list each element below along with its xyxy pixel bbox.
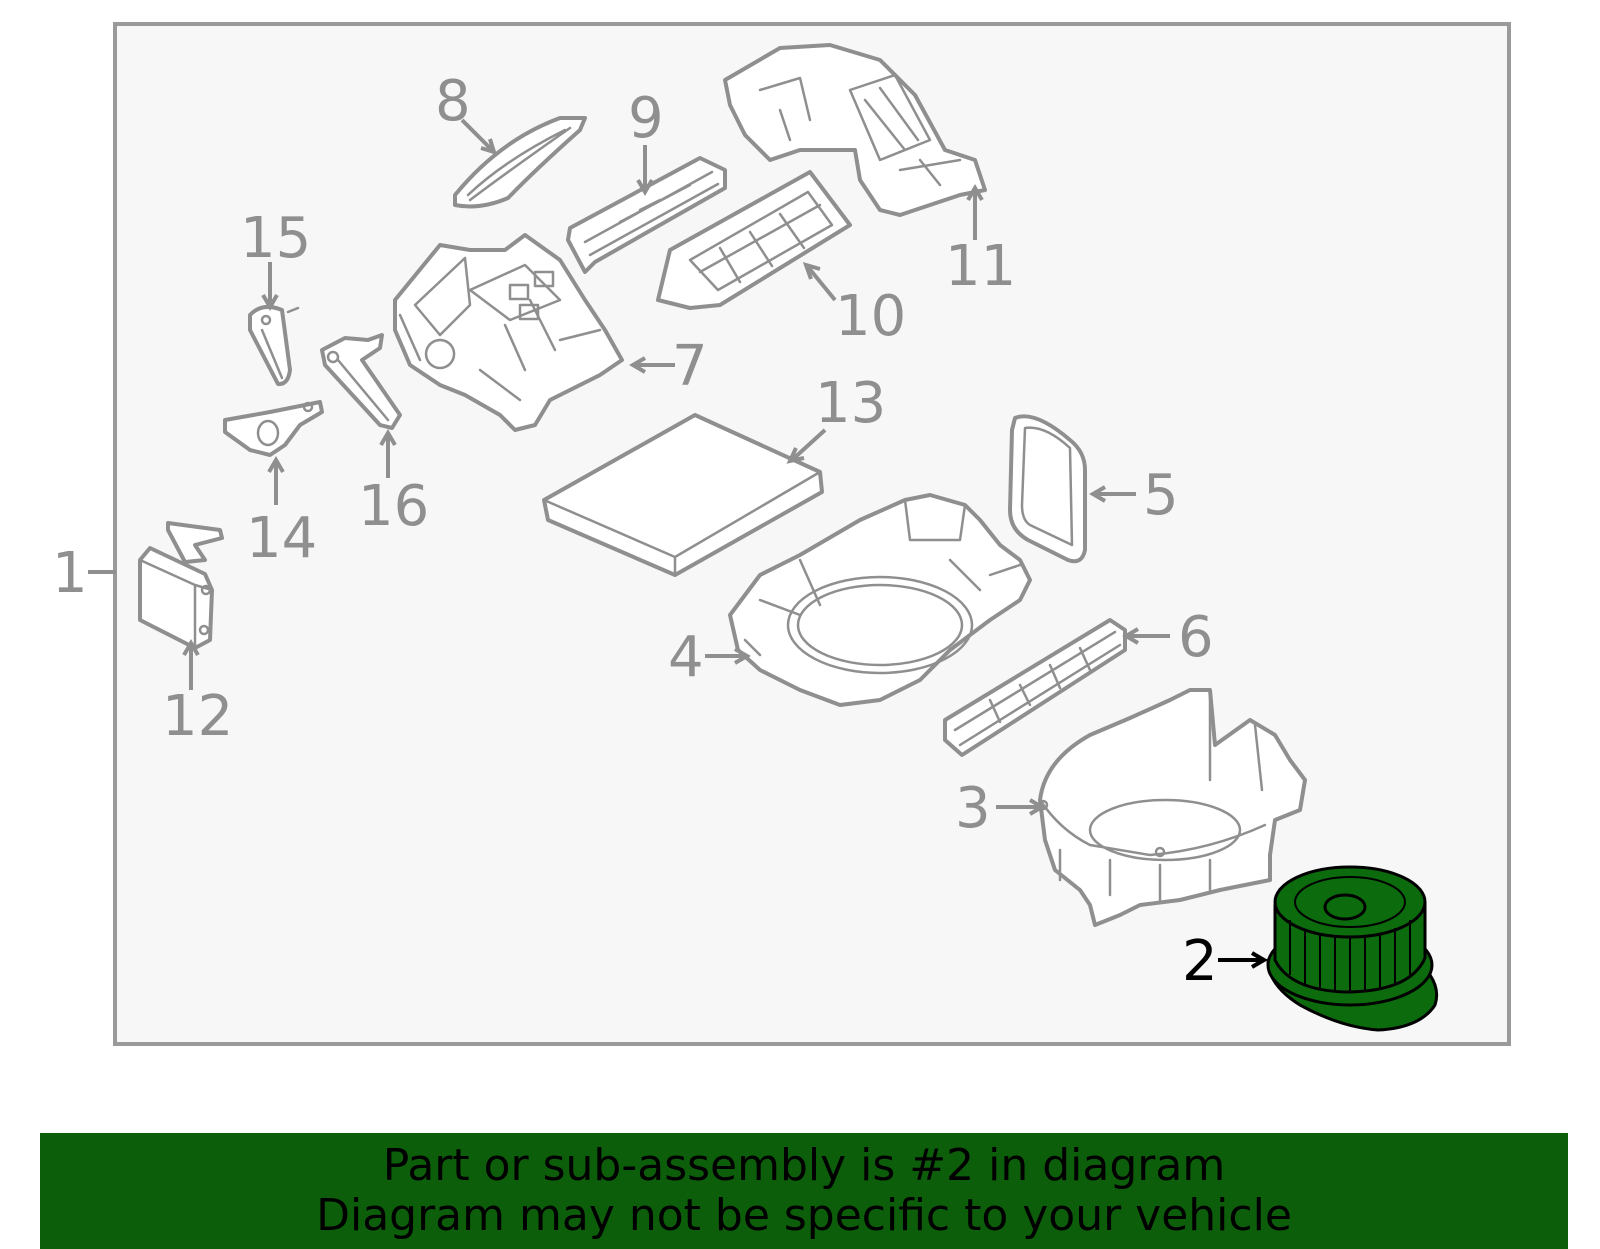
part-7-housing — [393, 233, 624, 432]
callout-13: 13 — [815, 371, 886, 436]
callout-16: 16 — [358, 474, 429, 539]
part-14-actuator — [223, 400, 324, 457]
leader-16 — [379, 429, 397, 478]
callout-6: 6 — [1178, 605, 1214, 670]
part-12-module — [138, 521, 224, 650]
leader-13 — [786, 428, 827, 464]
leader-10 — [802, 262, 837, 302]
leader-4 — [705, 647, 751, 665]
callout-10: 10 — [835, 284, 906, 349]
banner-line-2: Diagram may not be specific to your vehi… — [316, 1190, 1292, 1241]
part-15-lever — [248, 304, 300, 387]
part-5-seal — [1008, 414, 1087, 564]
leader-6 — [1122, 627, 1170, 645]
leader-lines — [88, 118, 1268, 969]
leader-7 — [629, 356, 675, 374]
part-2-blower-motor — [1266, 865, 1439, 1032]
leader-8 — [460, 118, 498, 156]
part-10-frame — [656, 170, 852, 310]
callout-12: 12 — [162, 684, 233, 749]
callout-1: 1 — [52, 541, 88, 606]
callout-4: 4 — [668, 625, 704, 690]
part-6-grille — [943, 618, 1127, 757]
part-13-filter — [542, 413, 824, 577]
callout-11: 11 — [945, 234, 1016, 299]
parts-diagram: 1 2 3 4 5 6 7 8 9 10 11 12 13 14 15 16 — [52, 22, 1511, 1046]
part-8-seal — [453, 116, 587, 209]
callout-14: 14 — [246, 506, 317, 571]
info-banner: Part or sub-assembly is #2 in diagram Di… — [40, 1133, 1568, 1249]
leader-11 — [966, 184, 984, 240]
part-3-case — [1037, 688, 1307, 927]
banner-line-1: Part or sub-assembly is #2 in diagram — [382, 1140, 1226, 1191]
leader-15 — [261, 262, 279, 311]
leader-3 — [996, 798, 1046, 816]
callout-8: 8 — [435, 69, 471, 134]
callout-3: 3 — [955, 776, 991, 841]
leader-5 — [1089, 485, 1136, 503]
part-16-lever — [320, 333, 402, 430]
leader-9 — [636, 145, 654, 196]
leader-14 — [267, 456, 285, 505]
part-9-filter — [566, 156, 727, 274]
callout-15: 15 — [240, 206, 311, 271]
leader-2 — [1218, 951, 1268, 969]
callout-2: 2 — [1182, 929, 1218, 994]
leader-12 — [182, 639, 200, 690]
callout-5: 5 — [1143, 463, 1179, 528]
part-11-duct — [723, 43, 987, 217]
callout-9: 9 — [628, 86, 664, 151]
callout-7: 7 — [672, 334, 708, 399]
part-4-housing — [728, 493, 1032, 707]
